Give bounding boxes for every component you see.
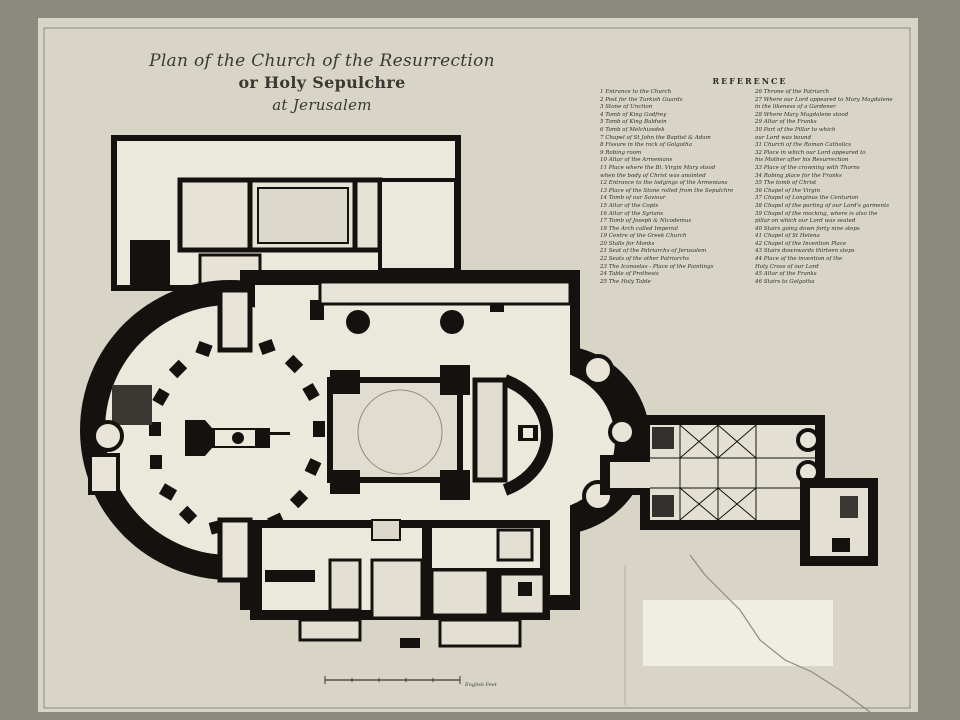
reference-item: 34 Robing place for the Franks <box>755 172 842 179</box>
reference-item: 11 Place where the Bl. Virgin Mary stood <box>600 164 716 171</box>
plan-title: Plan of the Church of the Resurrection o… <box>112 50 532 116</box>
reference-item: 20 Stalls for Monks <box>600 240 655 247</box>
reference-item: 46 Stairs to Golgotha <box>755 278 815 285</box>
reference-item: 6 Tomb of Melchizedek <box>600 126 665 133</box>
reference-item: 19 Centre of the Greek Church <box>600 233 687 240</box>
south-buildings <box>250 519 550 648</box>
reference-item: 33 Place of the crowning with Thorns <box>755 164 860 171</box>
reference-item: 38 Chapel of the parting of our Lord's g… <box>755 202 890 209</box>
reference-item: when the body of Christ was anointed <box>600 172 706 179</box>
pasted-label <box>643 600 833 666</box>
piers <box>310 290 504 500</box>
reference-item: 31 Church of the Roman Catholics <box>755 142 852 149</box>
reference-item: 21 Seat of the Patriarchs of Jerusalem <box>600 248 707 255</box>
reference-item: in the likeness of a Gardener <box>755 104 836 111</box>
sheet-border <box>43 27 911 709</box>
reference-item: 30 Part of the Pillar to which <box>755 126 836 133</box>
east-wing <box>600 415 878 566</box>
greek-church <box>327 374 554 496</box>
reference-item: 35 The tomb of Christ <box>755 180 817 187</box>
reference-item: 39 Chapel of the mocking, where is also … <box>755 210 878 217</box>
reference-item: 8 Fissure in the rock of Golgotha <box>600 142 692 149</box>
title-line-2: or Holy Sepulchre <box>238 73 406 92</box>
reference-item: our Lord was bound <box>755 134 812 141</box>
reference-item: 42 Chapel of the Invention Place <box>755 240 847 247</box>
north-buildings <box>111 135 461 291</box>
reference-item: 2 Post for the Turkish Guards <box>600 96 683 103</box>
reference-item: his Mother after his Resurrection <box>755 157 849 164</box>
reference-item: 40 Stairs going down forty nine steps <box>755 225 860 232</box>
reference-item: 10 Altar of the Armenians <box>600 157 673 164</box>
reference-item: 9 Robing room <box>600 149 642 156</box>
reference-item: 29 Altar of the Franks <box>755 119 817 126</box>
scale-label: English Feet <box>465 682 497 688</box>
reference-item: 1 Entrance to the Church <box>600 89 672 95</box>
reference-item: 32 Place in which our Lord appeared to <box>755 149 866 156</box>
reference-item: 12 Entrance to the lodgings of the Armen… <box>600 180 728 187</box>
paper-crack <box>689 554 871 713</box>
title-line-1: Plan of the Church of the Resurrection <box>149 51 495 71</box>
reference-item: Holy Cross of our Lord <box>755 263 819 270</box>
west-chapels <box>88 287 253 583</box>
reference-item: 7 Chapel of St John the Baptist & Adam <box>600 134 711 141</box>
reference-item: 16 Altar of the Syrians <box>600 210 664 217</box>
reference-item: 26 Throne of the Patriarch <box>755 89 830 95</box>
reference-item: pillar on which our Lord was seated <box>755 218 856 225</box>
reference-item: 43 Stairs downwards thirteen steps <box>755 248 855 255</box>
reference-item: 3 Stone of Unction <box>600 104 653 111</box>
reference-item: 37 Chapel of Longinus the Centurion <box>755 195 859 202</box>
rotunda-colonnade <box>149 335 325 535</box>
title-line-3: at Jerusalem <box>272 96 372 114</box>
reference-item: 23 The Iconostas - Place of the Painting… <box>600 263 714 270</box>
reference-item: 25 The Holy Table <box>600 278 651 285</box>
edicule <box>185 420 290 456</box>
reference-item: 27 Where our Lord appeared to Mary Magda… <box>755 96 893 103</box>
reference-item: 24 Table of Prothesis <box>600 271 659 278</box>
reference-item: 36 Chapel of the Virgin <box>755 187 820 194</box>
reference-heading: REFERENCE <box>712 76 788 86</box>
reference-item: 15 Altar of the Copts <box>600 202 659 209</box>
reference-item: 45 Altar of the Franks <box>755 271 817 278</box>
north-aisle <box>318 280 572 306</box>
reference-item: 28 Where Mary Magdalene stood <box>755 111 849 118</box>
reference-item: 41 Chapel of St Helena <box>755 233 820 240</box>
reference-item: 44 Place of the invention of the <box>755 256 843 263</box>
reference-item: 5 Tomb of King Baldwin <box>600 119 667 126</box>
reference-item: 17 Tomb of Joseph & Nicodemus <box>600 218 692 225</box>
reference-item: 18 The Arch called Imperial <box>600 225 678 232</box>
scale-bar <box>324 676 461 684</box>
reference-item: 13 Place of the Stone rolled from the Se… <box>600 187 734 194</box>
reference-item: 14 Tomb of our Saviour <box>600 195 666 202</box>
reference-item: 4 Tomb of King Godfrey <box>600 111 667 118</box>
reference-item: 22 Seats of the other Patriarchs <box>600 256 690 263</box>
